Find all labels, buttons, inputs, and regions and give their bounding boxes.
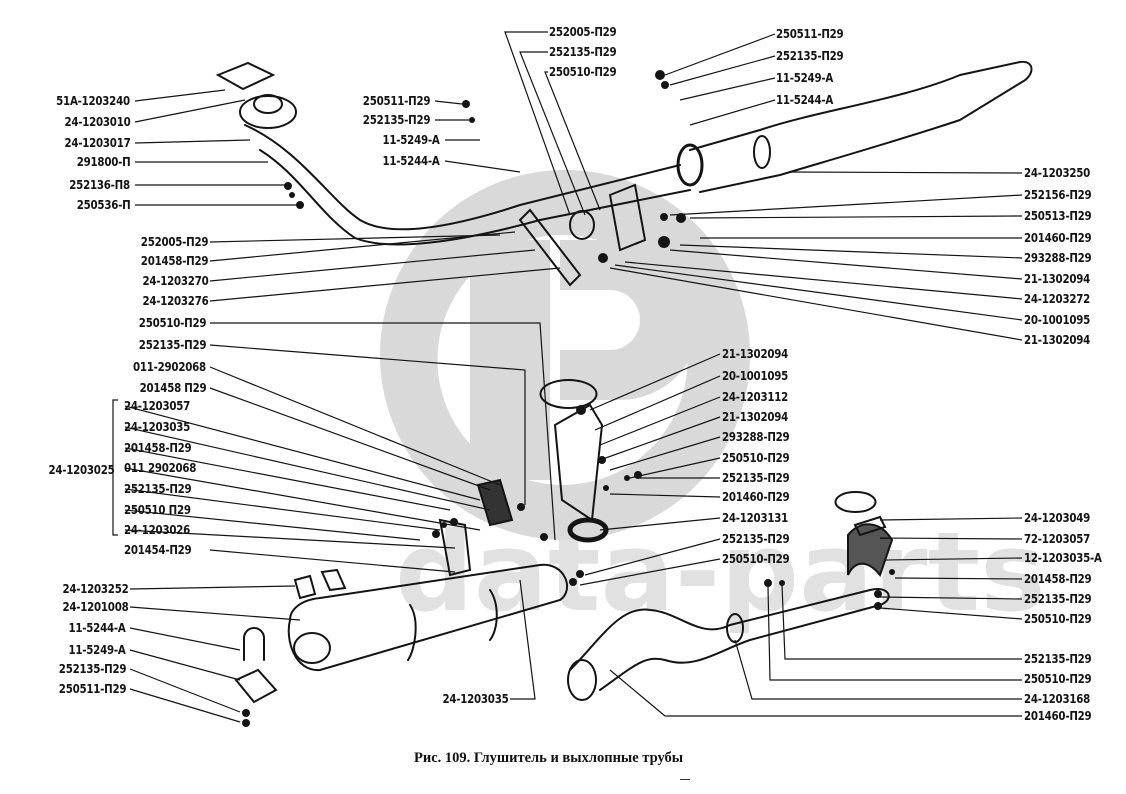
group-item-label: 24-1203035 <box>124 419 190 434</box>
tailpipe-flange <box>567 659 597 701</box>
part-label: 250510-П29 <box>722 551 790 566</box>
part-label: 250511-П29 <box>58 681 127 696</box>
group-label: 24-1203025 <box>48 462 114 477</box>
part-label: 11-5249-А <box>68 642 126 657</box>
part-label: 252135-П29 <box>1024 591 1092 606</box>
rear-upper-pipe <box>689 60 1033 193</box>
part-label: 24-1203168 <box>1024 691 1090 706</box>
part-label: 201460-П29 <box>722 489 790 504</box>
watermark-text: data-parts <box>395 508 1046 636</box>
part-label: 250510-П29 <box>549 64 617 79</box>
part-label: 201458 П29 <box>139 380 206 395</box>
part-label: 250511-П29 <box>362 93 431 108</box>
part-label: 252156-П29 <box>1024 187 1092 202</box>
part-label: 201454-П29 <box>124 542 192 557</box>
part-label: 252136-П8 <box>69 177 130 192</box>
part-label: 24-1203010 <box>64 114 130 129</box>
part-label: 252135-П29 <box>362 112 431 127</box>
part-label: 24-1203049 <box>1024 510 1090 525</box>
part-label: 24-1203270 <box>142 273 208 288</box>
group-item-label: 201458-П29 <box>124 440 192 455</box>
part-label: 11-5244-А <box>776 92 834 107</box>
front-exhaust-pipe <box>244 124 681 231</box>
part-label: 252135-П29 <box>549 44 617 59</box>
part-label: 252005-П29 <box>549 24 617 39</box>
rubber-cushion <box>539 379 598 409</box>
part-label: 12-1203035-А <box>1024 550 1102 565</box>
watermark-logo <box>380 170 751 540</box>
part-label: 252005-П29 <box>140 234 209 249</box>
part-label: 24-1203252 <box>62 581 128 596</box>
figure-caption: Рис. 109. Глушитель и выхлопные трубы <box>414 750 684 766</box>
part-label: 250510-П29 <box>1024 671 1092 686</box>
part-label: 24-1201008 <box>62 599 128 614</box>
page-mark <box>680 779 690 780</box>
part-label: 252135-П29 <box>776 48 844 63</box>
part-label: 20-1001095 <box>722 368 788 383</box>
part-label: 201460-П29 <box>1024 230 1092 245</box>
part-label: 201458-П29 <box>140 253 209 268</box>
tailpipe-gasket <box>834 491 877 513</box>
part-label: 11-5244-А <box>382 153 440 168</box>
mount-bracket <box>518 208 582 287</box>
part-label: 250513-П29 <box>1024 208 1092 223</box>
part-label: 293288-П29 <box>722 429 790 444</box>
part-label: 293288-П29 <box>1024 250 1092 265</box>
tail-pipe <box>569 588 890 691</box>
part-label: 201460-П29 <box>1024 708 1092 723</box>
group-item-label: 24-1203057 <box>124 398 190 413</box>
part-label: 21-1302094 <box>722 346 788 361</box>
part-label: 250510-П29 <box>1024 611 1092 626</box>
part-label: 011-2902068 <box>133 359 206 374</box>
part-label: 24-1203250 <box>1024 165 1090 180</box>
part-label: 21-1302094 <box>1024 271 1090 286</box>
part-label: 24-1203112 <box>722 389 788 404</box>
part-label: 24-1203017 <box>64 135 130 150</box>
part-label: 51A-1203240 <box>56 93 130 108</box>
part-label: 24-1203131 <box>722 510 788 525</box>
part-label: 20-1001095 <box>1024 312 1090 327</box>
part-label: 21-1302094 <box>722 409 788 424</box>
leader-lines <box>112 31 1023 723</box>
part-label: 250510-П29 <box>138 315 207 330</box>
muffler-body <box>287 563 569 672</box>
part-label: 252135-П29 <box>58 661 127 676</box>
part-label: 72-1203057 <box>1024 531 1090 546</box>
part-label: 24-1203035 <box>442 691 508 706</box>
group-item-label: 24-1203026 <box>124 522 190 537</box>
part-label: 24-1203272 <box>1024 291 1090 306</box>
part-label: 250511-П29 <box>776 26 844 41</box>
part-label: 11-5249-А <box>776 70 834 85</box>
part-label: 201458-П29 <box>1024 571 1092 586</box>
part-label: 252135-П29 <box>722 531 790 546</box>
pipe-clamp-ring <box>676 143 704 187</box>
group-item-label: 252135-П29 <box>124 481 192 496</box>
part-label: 11-5249-А <box>382 132 440 147</box>
clamp-lower <box>234 668 278 704</box>
part-label: 252135-П29 <box>722 470 790 485</box>
part-label: 291800-П <box>76 154 130 169</box>
gasket <box>215 61 276 91</box>
part-label: 21-1302094 <box>1024 332 1090 347</box>
group-item-label: 250510 П29 <box>124 502 191 517</box>
part-label: 250510-П29 <box>722 450 790 465</box>
drawing-lines <box>215 60 1033 704</box>
part-label: 252135-П29 <box>138 337 207 352</box>
exhaust-hanger <box>847 523 894 578</box>
part-label: 250536-П <box>76 197 130 212</box>
part-label: 11-5244-А <box>68 620 126 635</box>
bracket-plate <box>608 183 647 252</box>
group-item-label: 011 2902068 <box>124 460 197 475</box>
part-label: 252135-П29 <box>1024 651 1092 666</box>
u-bolt <box>243 627 265 661</box>
part-label: 24-1203276 <box>142 293 208 308</box>
